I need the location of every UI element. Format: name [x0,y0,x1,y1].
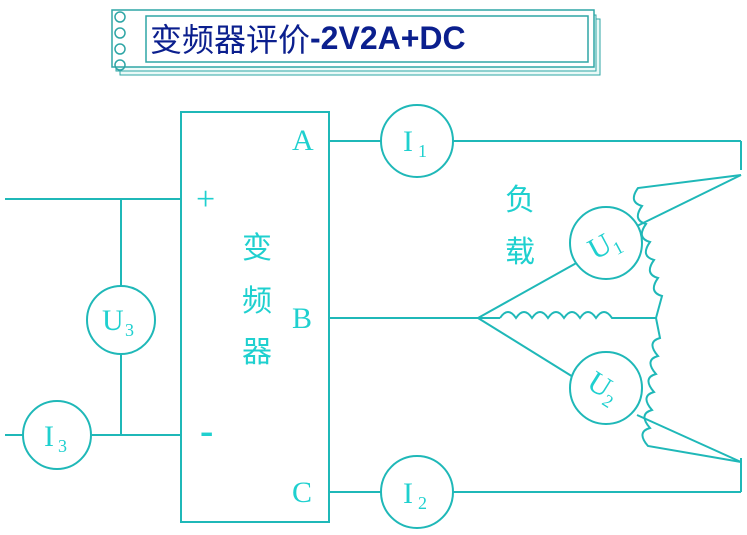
spiral-binding [114,11,126,71]
voltmeter-u1 [569,206,643,280]
converter-label-2: 频 [242,284,272,319]
page-title: 变频器评价-2V2A+DC [150,15,590,61]
coil-c [641,317,742,463]
ammeter-i3 [22,400,92,470]
load-label-2: 载 [505,235,535,270]
i2-sub: 2 [418,493,427,513]
converter-label-1: 变 [242,231,272,266]
ammeter-i2 [380,455,454,529]
coil-a [632,174,742,319]
dc-minus-label: - [200,408,213,453]
converter-label-3: 器 [242,335,272,370]
phase-c-label: C [292,476,312,509]
title-card [111,9,601,76]
phase-b-label: B [292,302,312,335]
i2-letter: I [403,477,413,510]
title-suffix: -2V2A+DC [310,19,466,56]
i1-sub: 1 [418,141,427,161]
u3-sub: 3 [125,320,134,340]
i3-letter: I [44,420,54,453]
i3-sub: 3 [58,436,67,456]
u3-letter: U [102,304,124,337]
title-chinese: 变频器评价 [150,21,311,59]
phase-a-label: A [292,124,314,157]
coil-b [499,311,656,320]
load-label-1: 负 [505,183,535,218]
voltmeter-u3 [86,285,156,355]
ammeter-i1 [380,104,454,178]
dc-plus-label: + [196,181,215,218]
voltmeter-u2 [569,351,643,425]
i1-letter: I [403,125,413,158]
